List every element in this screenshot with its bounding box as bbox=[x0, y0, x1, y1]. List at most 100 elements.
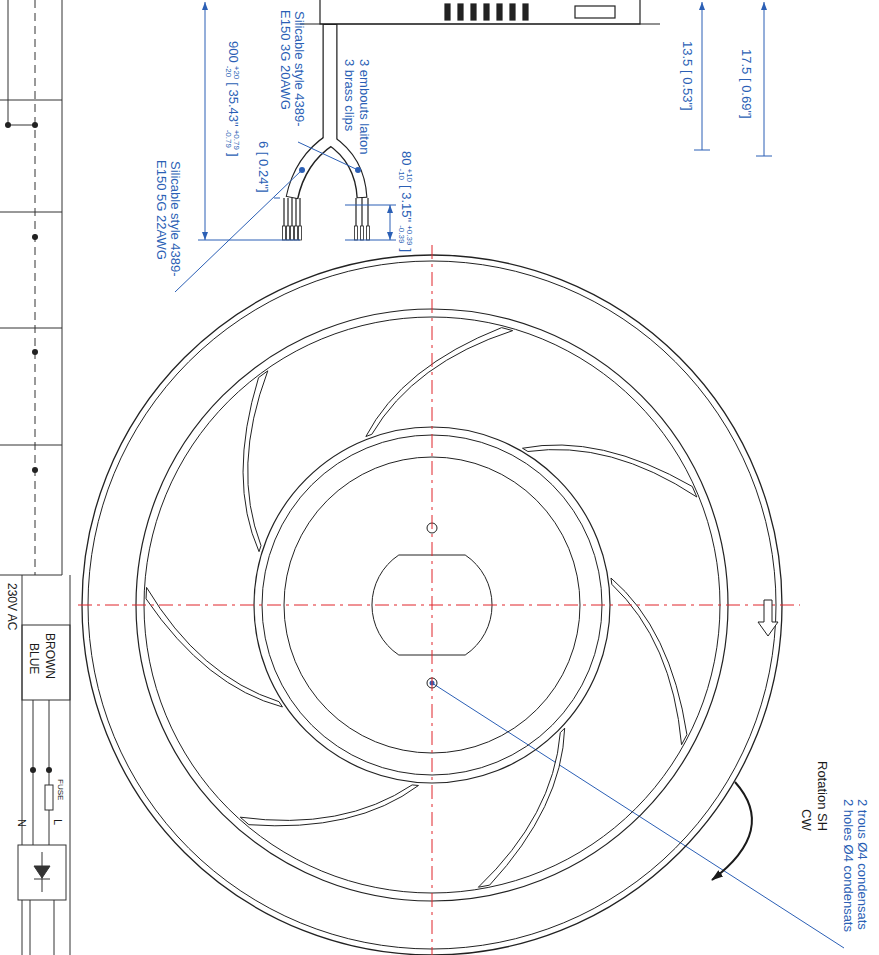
center-line bbox=[432, 245, 433, 955]
wires-5g bbox=[284, 198, 300, 240]
center-line bbox=[78, 605, 800, 606]
ferrule bbox=[291, 226, 294, 240]
wire bbox=[361, 198, 362, 240]
ferrule bbox=[299, 226, 302, 240]
blade bbox=[478, 728, 564, 887]
cable-5g bbox=[292, 140, 330, 198]
part-note: 3 embouts laiton bbox=[357, 59, 372, 154]
wire-color-box bbox=[22, 625, 70, 700]
hole-note: 2 holes Ø4 condensats bbox=[841, 799, 856, 932]
part-note-block: 3 brass clips bbox=[342, 58, 356, 132]
wire-color: BROWN bbox=[43, 633, 57, 679]
table-rule bbox=[0, 445, 62, 446]
wire bbox=[8, 125, 35, 126]
wire-color-block: BROWN bbox=[43, 632, 56, 680]
ferrule bbox=[287, 226, 290, 240]
dimension-label: 13.5 [ 0.53"] bbox=[680, 41, 695, 111]
ferrule bbox=[283, 226, 286, 240]
wire bbox=[291, 198, 292, 240]
dimension-label-block: 13.5 [ 0.53"] bbox=[680, 40, 694, 112]
extension-line bbox=[756, 156, 772, 157]
dimension-label-block: 17.5 [ 0.69"] bbox=[739, 48, 753, 120]
clip bbox=[361, 226, 364, 240]
tolerance-value: -20 bbox=[224, 66, 232, 80]
dimension-line bbox=[764, 2, 765, 156]
rib bbox=[523, 4, 528, 20]
blade bbox=[243, 371, 268, 552]
dimension-line bbox=[390, 205, 391, 240]
wire bbox=[299, 198, 300, 240]
tolerance-stack: +10-10 bbox=[397, 168, 413, 182]
dimension-label: [ 3.15" bbox=[399, 185, 414, 222]
wire-color-block: BLUE bbox=[27, 642, 40, 675]
cable-note-block: Silicable style 4389-E150 3G 20AWG bbox=[277, 10, 306, 142]
supply-label: 230V AC bbox=[5, 583, 19, 630]
fuse-label: FUSE bbox=[56, 779, 65, 800]
flange-line bbox=[300, 23, 660, 24]
cable-note-block: Silicable style 4389-E150 5G 22AWG bbox=[153, 160, 182, 292]
rib bbox=[458, 4, 463, 20]
tolerance-value: +10 bbox=[405, 168, 413, 182]
diode-symbol bbox=[34, 866, 50, 878]
terminal-dot bbox=[5, 122, 11, 128]
dimension-label: ] bbox=[399, 248, 414, 252]
tolerance-value: -10 bbox=[397, 168, 405, 182]
dimension-label: 80 bbox=[399, 151, 414, 165]
leader-dot bbox=[355, 167, 361, 173]
leader-line bbox=[175, 170, 302, 292]
clip bbox=[355, 226, 358, 240]
rib bbox=[445, 4, 450, 20]
hole-note: 2 trous Ø4 condensats bbox=[855, 799, 870, 930]
terminal-label: N bbox=[16, 819, 28, 827]
table-rule bbox=[0, 328, 62, 329]
blades bbox=[146, 328, 697, 888]
dimension-label: 900 bbox=[226, 41, 241, 63]
dimensions bbox=[175, 2, 844, 948]
rotation-note-block: CW bbox=[799, 808, 813, 832]
extension-line bbox=[198, 240, 300, 241]
center-lines bbox=[78, 245, 800, 955]
terminal-dot bbox=[46, 767, 52, 773]
supply-schematic bbox=[18, 575, 70, 955]
fuse-symbol bbox=[45, 785, 53, 810]
blade bbox=[240, 785, 418, 826]
rib bbox=[471, 4, 476, 20]
part-note: 3 brass clips bbox=[342, 59, 357, 131]
wire bbox=[8, 0, 9, 125]
rib bbox=[510, 4, 515, 20]
wire bbox=[287, 198, 288, 240]
leader-line bbox=[298, 142, 358, 170]
table-rule bbox=[0, 212, 62, 213]
wiring-table bbox=[0, 0, 62, 575]
blade bbox=[611, 578, 687, 745]
dimension-label-block: 900+20-20[ 35.43"+0.79-0.79] bbox=[224, 40, 240, 158]
rotation-note: Rotation SH bbox=[815, 761, 830, 831]
leader-dot bbox=[299, 167, 305, 173]
table-rule bbox=[0, 575, 62, 576]
clip bbox=[367, 226, 370, 240]
ferrule bbox=[295, 226, 298, 240]
main-cable bbox=[323, 24, 338, 142]
terminal-label-block: L bbox=[52, 818, 64, 826]
airflow-arrow bbox=[758, 600, 778, 636]
rib bbox=[497, 4, 502, 20]
tolerance-stack: +20-20 bbox=[224, 66, 240, 80]
diode-bar bbox=[34, 879, 50, 880]
dimension-line bbox=[702, 2, 703, 150]
dimension-label: [ 35.43" bbox=[226, 82, 241, 126]
terminal-dot bbox=[32, 349, 38, 355]
terminal-dot bbox=[32, 234, 38, 240]
tolerance-value: +20 bbox=[232, 66, 240, 80]
rib bbox=[484, 4, 489, 20]
tolerance-value: -0.39 bbox=[397, 225, 405, 245]
fuse-label-block: FUSE bbox=[55, 778, 64, 801]
motor-body bbox=[320, 0, 640, 24]
wire bbox=[295, 198, 296, 240]
leader-line bbox=[432, 683, 844, 948]
blade bbox=[523, 445, 697, 497]
wire bbox=[30, 900, 31, 955]
extension-line bbox=[694, 150, 710, 151]
rotation-arrow bbox=[712, 782, 752, 880]
extension-line bbox=[345, 240, 396, 241]
